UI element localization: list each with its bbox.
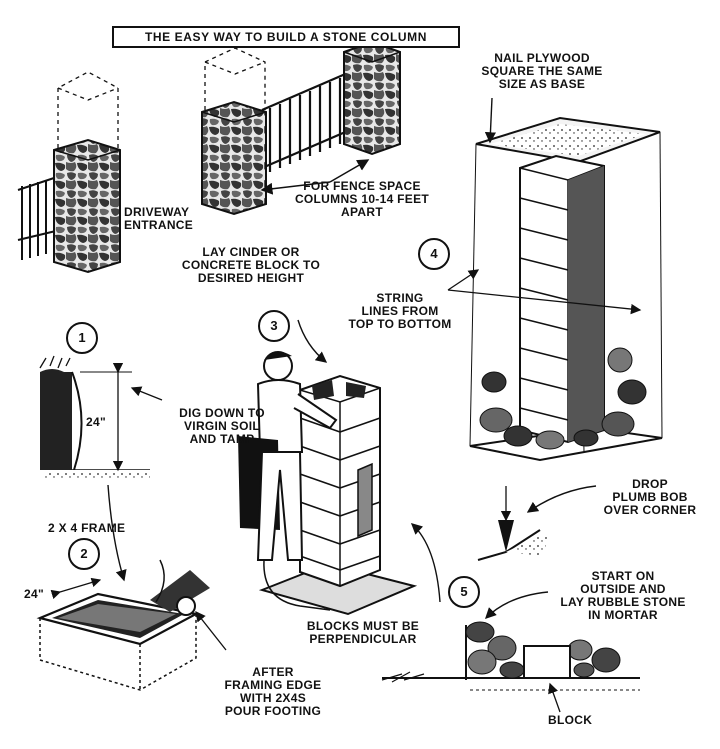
label-2x4-frame: 2 X 4 FRAME bbox=[48, 521, 126, 535]
title-box: THE EASY WAY TO BUILD A STONE COLUMN bbox=[112, 26, 460, 48]
footing-frame-illustration bbox=[36, 559, 227, 691]
step-number-3: 3 bbox=[258, 310, 290, 342]
rubble-wall-illustration bbox=[381, 591, 640, 713]
label-driveway-entrance: DRIVEWAY ENTRANCE bbox=[124, 205, 194, 232]
label-dig-down: DIG DOWN TO VIRGIN SOIL AND TAMP bbox=[179, 406, 265, 446]
label-lay-block: LAY CINDER OR CONCRETE BLOCK TO DESIRED … bbox=[181, 245, 321, 285]
plywood-column-illustration bbox=[447, 97, 663, 462]
label-nail-plywood: NAIL PLYWOOD SQUARE THE SAME SIZE AS BAS… bbox=[481, 51, 603, 91]
diagram-title: THE EASY WAY TO BUILD A STONE COLUMN bbox=[144, 30, 428, 44]
label-fence-space: FOR FENCE SPACE COLUMNS 10-14 FEET APART bbox=[294, 179, 430, 219]
fence-columns-group bbox=[201, 40, 401, 216]
driveway-column-group bbox=[17, 71, 121, 274]
block-column-illustration bbox=[238, 319, 441, 616]
label-block: BLOCK bbox=[548, 713, 593, 727]
label-depth-24: 24" bbox=[86, 415, 106, 429]
dig-hole-illustration bbox=[39, 355, 163, 582]
label-width-24: 24" bbox=[24, 587, 44, 601]
step-number-5: 5 bbox=[448, 576, 480, 608]
label-blocks-perpendicular: BLOCKS MUST BE PERPENDICULAR bbox=[306, 619, 420, 646]
plumb-bob-illustration bbox=[477, 485, 597, 561]
step-number-2: 2 bbox=[68, 538, 100, 570]
step-number-1: 1 bbox=[66, 322, 98, 354]
label-after-framing: AFTER FRAMING EDGE WITH 2X4s POUR FOOTIN… bbox=[224, 665, 322, 718]
step-number-4: 4 bbox=[418, 238, 450, 270]
label-string-lines: STRING LINES FROM TOP TO BOTTOM bbox=[348, 291, 452, 331]
label-start-outside: START ON OUTSIDE AND LAY RUBBLE STONE IN… bbox=[560, 569, 686, 622]
label-plumb-bob: DROP PLUMB BOB OVER CORNER bbox=[603, 477, 697, 517]
